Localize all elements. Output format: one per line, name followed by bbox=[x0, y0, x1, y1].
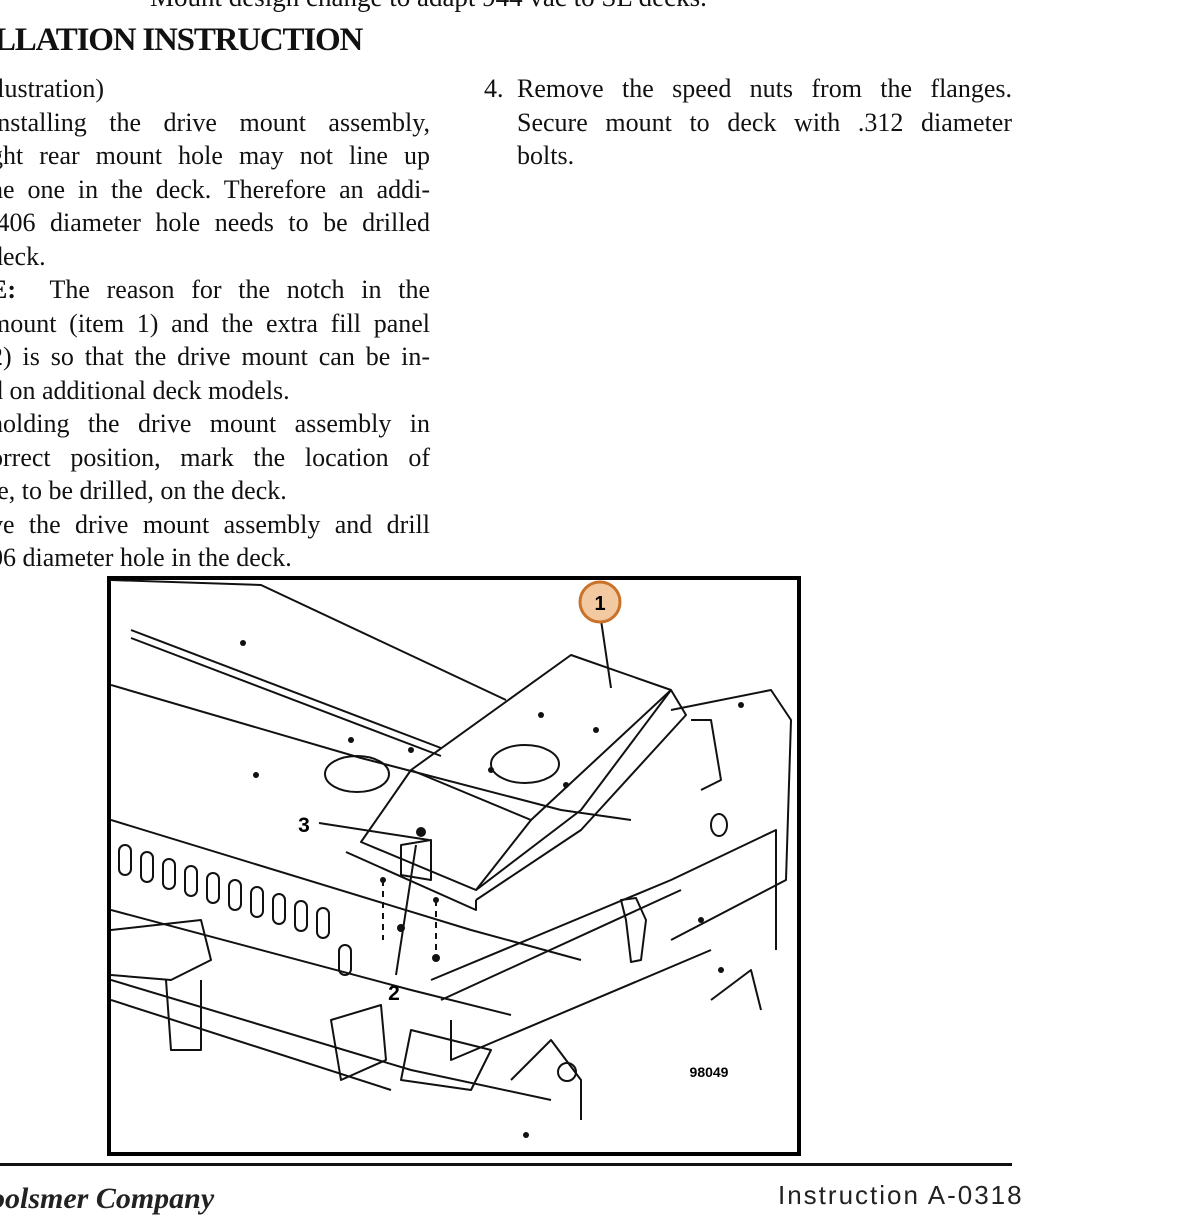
pivot-arm bbox=[165, 979, 202, 1051]
deck-frame-lower bbox=[111, 979, 552, 1101]
text-line: .406 diameter hole needs to be drilled bbox=[0, 208, 430, 237]
assembly-illustration: 1 3 2 98049 bbox=[107, 576, 801, 1156]
frame-rail bbox=[450, 949, 712, 1061]
text-line: deck. bbox=[0, 241, 46, 271]
instruction-left-column: llustration) installing the drive mount … bbox=[0, 72, 430, 575]
frame-leg bbox=[710, 969, 762, 1011]
frame-tube bbox=[691, 719, 722, 791]
text-line: installing the drive mount assembly, bbox=[0, 107, 430, 137]
fill-panel-tab bbox=[400, 839, 432, 881]
note-label: E: bbox=[0, 275, 16, 304]
text-line: he one in the deck. Therefore an addi- bbox=[0, 174, 430, 204]
leader-line-2 bbox=[395, 844, 417, 976]
previous-page-text: Mount design change to adapt 944 vac to … bbox=[150, 0, 707, 13]
text-line: 2) is so that the drive mount can be in- bbox=[0, 342, 430, 371]
drive-mount-flange-edge bbox=[475, 689, 687, 901]
deck-rail bbox=[130, 637, 442, 757]
channel-slots bbox=[118, 844, 352, 976]
hitch-bracket bbox=[330, 1004, 387, 1081]
figure-code: 98049 bbox=[690, 1064, 729, 1080]
deck-hole bbox=[324, 755, 390, 793]
note-line: E: The reason for the notch in the bbox=[0, 273, 430, 307]
frame-rail bbox=[430, 829, 777, 981]
frame-support bbox=[510, 1039, 582, 1120]
leader-line-3 bbox=[318, 822, 430, 841]
text-line: bolts. bbox=[517, 141, 575, 170]
deck-roller bbox=[111, 919, 212, 981]
drive-mount-drawing: 1 3 2 98049 bbox=[111, 580, 792, 1138]
deck-frame-lower bbox=[111, 999, 392, 1091]
fill-panel bbox=[345, 851, 477, 911]
deck-rail bbox=[130, 629, 442, 749]
frame-side bbox=[670, 689, 792, 941]
deck-edge bbox=[111, 580, 507, 701]
text-line: holding the drive mount assembly in bbox=[0, 409, 430, 438]
footer-instruction-number: Instruction A-0318 bbox=[778, 1180, 1024, 1210]
text-line: Secure mount to deck with .312 diameter bbox=[517, 107, 1012, 137]
step-text: Remove the speed nuts from the flanges. … bbox=[517, 72, 1012, 173]
text-line: le, to be drilled, on the deck. bbox=[0, 476, 287, 505]
text-line: llustration) bbox=[0, 74, 105, 103]
hitch-plate bbox=[400, 1029, 492, 1091]
step-number: 4. bbox=[484, 74, 504, 103]
leader-line-1 bbox=[600, 619, 612, 689]
note-text: The reason for the notch in the bbox=[49, 275, 431, 304]
text-line: d on additional deck models. bbox=[0, 375, 290, 405]
text-line: 06 diameter hole in the deck. bbox=[0, 543, 292, 572]
deck-channel-top bbox=[111, 819, 582, 961]
text-line: ve the drive mount assembly and drill bbox=[0, 509, 430, 539]
footer-company: oolsmer Company bbox=[0, 1182, 215, 1215]
drive-mount-plate bbox=[410, 654, 672, 821]
drive-mount-slope bbox=[360, 769, 532, 891]
pivot-pin bbox=[557, 1062, 577, 1082]
section-heading: LLATION INSTRUCTION bbox=[0, 22, 363, 58]
drive-mount-flange bbox=[475, 689, 672, 891]
callout-3-label: 3 bbox=[298, 814, 310, 837]
bracket-tab bbox=[620, 897, 647, 963]
deck-channel-bottom bbox=[111, 909, 512, 1016]
footer-rule bbox=[0, 1163, 1012, 1166]
callout-1: 1 bbox=[578, 580, 622, 624]
callout-2-label: 2 bbox=[388, 982, 400, 1005]
text-line: ght rear mount hole may not line up bbox=[0, 141, 430, 170]
callout-1-label: 1 bbox=[594, 593, 605, 615]
text-line: mount (item 1) and the extra fill panel bbox=[0, 308, 430, 338]
mount-hole bbox=[490, 744, 560, 784]
text-line: orrect position, mark the location of bbox=[0, 442, 430, 472]
text-line: Remove the speed nuts from the flanges. bbox=[517, 74, 1012, 103]
frame-hole bbox=[710, 813, 728, 837]
